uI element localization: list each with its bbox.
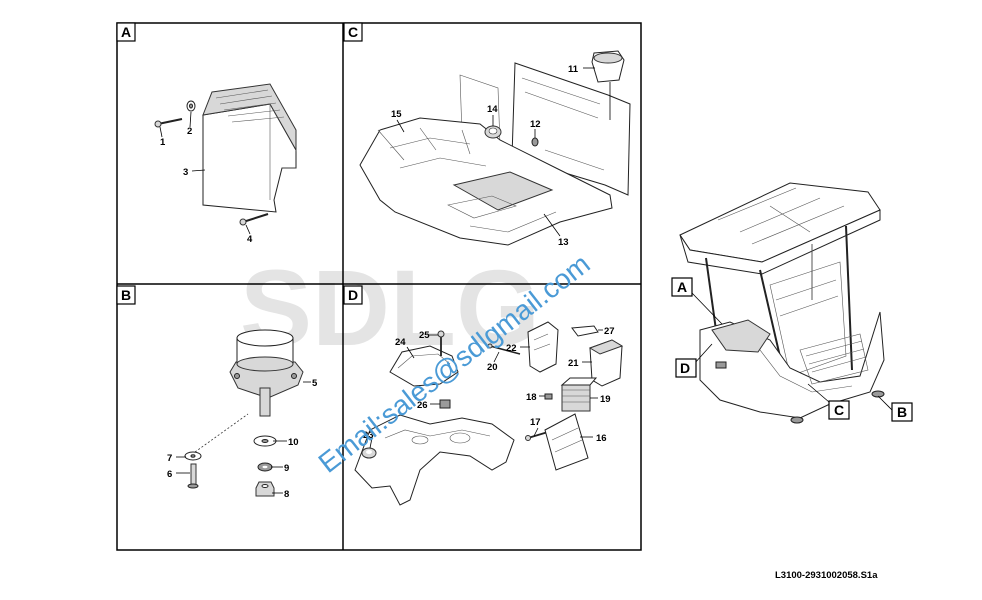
part-label-18: 18 xyxy=(526,392,537,403)
section-c-letter: C xyxy=(348,24,358,40)
part-label-27: 27 xyxy=(604,326,615,337)
part-label-13: 13 xyxy=(558,237,569,248)
part-label-25: 25 xyxy=(419,330,430,341)
part-label-9: 9 xyxy=(284,463,289,474)
part-label-19: 19 xyxy=(600,394,611,405)
cab-overview xyxy=(679,182,893,424)
section-d-drawing xyxy=(354,321,624,506)
part-label-3: 3 xyxy=(183,167,188,178)
part-label-24: 24 xyxy=(395,337,406,348)
drawing-code: L3100-2931002058.S1a xyxy=(775,570,878,581)
section-a-drawing xyxy=(154,83,297,235)
callout-c: C xyxy=(828,400,850,420)
callout-a-letter: A xyxy=(677,279,687,295)
callout-c-letter: C xyxy=(834,402,844,418)
part-label-21: 21 xyxy=(568,358,579,369)
callout-d-letter: D xyxy=(680,360,690,376)
part-label-23: 23 xyxy=(363,430,374,441)
section-d-caption: D xyxy=(343,285,363,305)
part-label-20: 20 xyxy=(487,362,498,373)
part-label-10: 10 xyxy=(288,437,299,448)
part-label-12: 12 xyxy=(530,119,541,130)
part-label-14: 14 xyxy=(487,104,498,115)
part-label-17: 17 xyxy=(530,417,541,428)
part-label-8: 8 xyxy=(284,489,289,500)
part-label-16: 16 xyxy=(596,433,607,444)
section-d-letter: D xyxy=(348,287,358,303)
section-b-drawing xyxy=(176,329,311,497)
callout-d: D xyxy=(675,358,697,378)
callout-b-letter: B xyxy=(897,404,907,420)
section-a-letter: A xyxy=(121,24,131,40)
part-label-4: 4 xyxy=(247,234,253,245)
section-b-letter: B xyxy=(121,287,131,303)
section-c-caption: C xyxy=(343,22,363,42)
section-c-drawing xyxy=(359,50,631,246)
part-label-5: 5 xyxy=(312,378,318,389)
section-b-caption: B xyxy=(116,285,136,305)
part-label-2: 2 xyxy=(187,126,192,137)
part-label-6: 6 xyxy=(167,469,172,480)
part-label-22: 22 xyxy=(506,343,517,354)
part-label-11: 11 xyxy=(568,64,579,75)
callout-b: B xyxy=(891,402,913,422)
callout-a: A xyxy=(671,277,693,297)
part-label-15: 15 xyxy=(391,109,402,120)
part-label-26: 26 xyxy=(417,400,428,411)
section-a-caption: A xyxy=(116,22,136,42)
part-label-1: 1 xyxy=(160,137,166,148)
part-label-7: 7 xyxy=(167,453,172,464)
